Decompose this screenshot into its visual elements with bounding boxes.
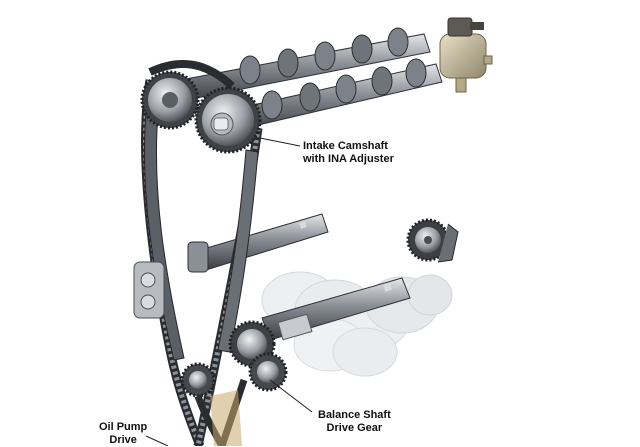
accessory-idler: [406, 218, 459, 263]
upper-balance-shaft: [187, 213, 329, 273]
balance-shaft-drive-gear-label: Balance Shaft Drive Gear: [318, 409, 391, 435]
balance-shaft-label-line1: Balance Shaft: [318, 409, 391, 421]
exhaust-camshaft: [169, 27, 431, 103]
fuel-pump: [439, 17, 493, 93]
oil-pump-housing: [133, 261, 165, 319]
leader-balance-shaft: [269, 379, 313, 413]
oil-pump-label-line2: Drive: [109, 434, 137, 446]
balance-shaft-drive-gears: [180, 320, 288, 398]
leader-intake-camshaft: [259, 137, 301, 147]
intake-camshaft-label: Intake Camshaft with INA Adjuster: [303, 140, 394, 166]
oil-pump-label-line1: Oil Pump: [99, 421, 148, 433]
leader-lines: [145, 137, 313, 446]
oil-pump-drive-label: Oil Pump Drive: [99, 421, 147, 447]
intake-camshaft: [221, 58, 443, 133]
exhaust-cam-sprocket: [140, 70, 200, 130]
intake-camshaft-label-line2: with INA Adjuster: [303, 153, 394, 165]
intake-camshaft-label-line1: Intake Camshaft: [303, 140, 388, 152]
intake-cam-adjuster: [194, 86, 262, 154]
leader-oil-pump: [145, 435, 169, 446]
oil-pump-drive-chain: [194, 378, 248, 446]
balance-shaft-label-line2: Drive Gear: [326, 422, 383, 434]
